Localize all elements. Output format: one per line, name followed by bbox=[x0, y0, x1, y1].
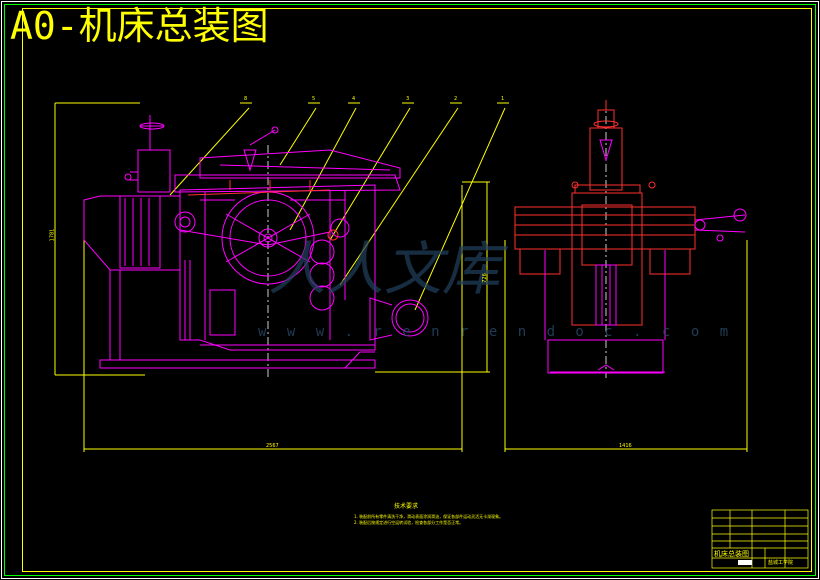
front-view bbox=[54, 102, 509, 452]
callout-2: 2 bbox=[454, 96, 458, 102]
front-red-details bbox=[187, 180, 339, 241]
dim-overall-width: 1416 bbox=[619, 443, 632, 449]
dim-body-height: 726 bbox=[481, 273, 488, 283]
callout-8: 8 bbox=[244, 96, 248, 102]
title-block-school: 盐城工学院 bbox=[768, 560, 794, 566]
side-magenta-body bbox=[544, 139, 747, 374]
tech-requirements-heading: 技术要求 bbox=[394, 503, 419, 510]
watermark-logo: 人人文库 bbox=[268, 235, 501, 303]
side-view bbox=[504, 100, 748, 452]
callout-5: 5 bbox=[312, 96, 316, 102]
frame-inner bbox=[22, 8, 812, 572]
front-dimensions bbox=[54, 102, 509, 452]
side-dimensions bbox=[504, 240, 748, 452]
tech-requirement-line: 2. 装配后按规定进行空运转试验，检查各部分工作是否正常。 bbox=[354, 520, 464, 525]
front-machine-body bbox=[83, 115, 429, 369]
callout-4: 4 bbox=[352, 96, 356, 102]
drawing-title: A0-机床总装图 bbox=[10, 4, 269, 48]
dim-overall-height: 1781 bbox=[49, 228, 56, 242]
callout-3: 3 bbox=[406, 96, 410, 102]
title-block-drawing-name: 机床总装图 bbox=[714, 550, 749, 558]
title-block bbox=[711, 509, 809, 569]
tech-requirement-line: 1. 装配前所有零件清洗干净，滑动表面涂润滑油，保证各部件运动灵活无卡滞现象。 bbox=[354, 514, 504, 519]
dim-overall-length: 2567 bbox=[266, 443, 279, 449]
callout-1: 1 bbox=[501, 96, 505, 102]
side-red-body bbox=[514, 100, 696, 326]
watermark-url: w w w . r e n r e n d o c . c o m bbox=[258, 324, 735, 340]
frame-outer bbox=[4, 4, 816, 576]
